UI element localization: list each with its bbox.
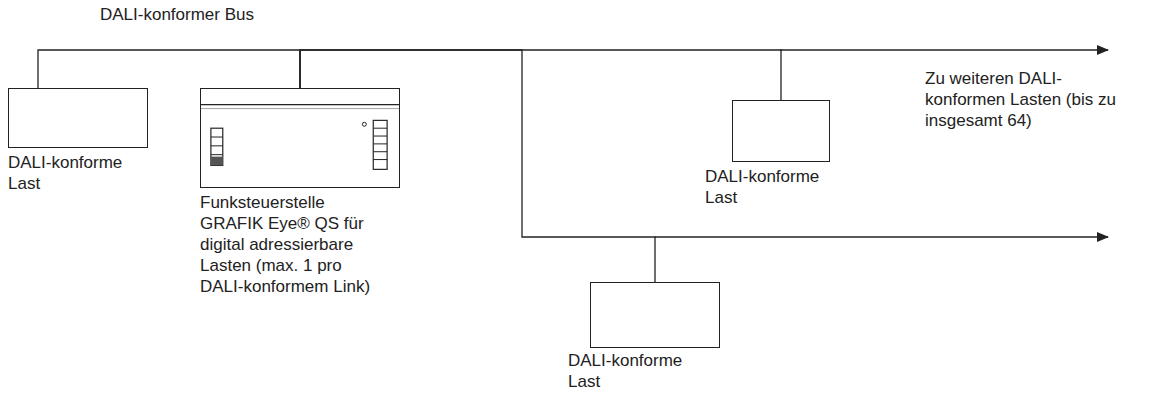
load-outline: [732, 100, 830, 162]
node-label: DALI-konforme Last: [705, 166, 845, 208]
bus-label: DALI-konformer Bus: [100, 4, 350, 25]
bus-branch: [655, 236, 1108, 237]
device-outline: [200, 88, 400, 188]
keypad-illustration: [201, 89, 399, 187]
node-label: Funksteuerstelle GRAFIK Eye® QS für digi…: [200, 192, 385, 297]
note: Zu weiteren DALI-konformen Lasten (bis z…: [925, 68, 1125, 131]
bus-line: [780, 49, 1108, 50]
bus-connector: [38, 50, 300, 88]
load-outline: [8, 88, 148, 148]
node-label: DALI-konforme Last: [568, 350, 708, 392]
node-label: DALI-konforme Last: [8, 152, 158, 194]
load-outline: [590, 282, 720, 348]
